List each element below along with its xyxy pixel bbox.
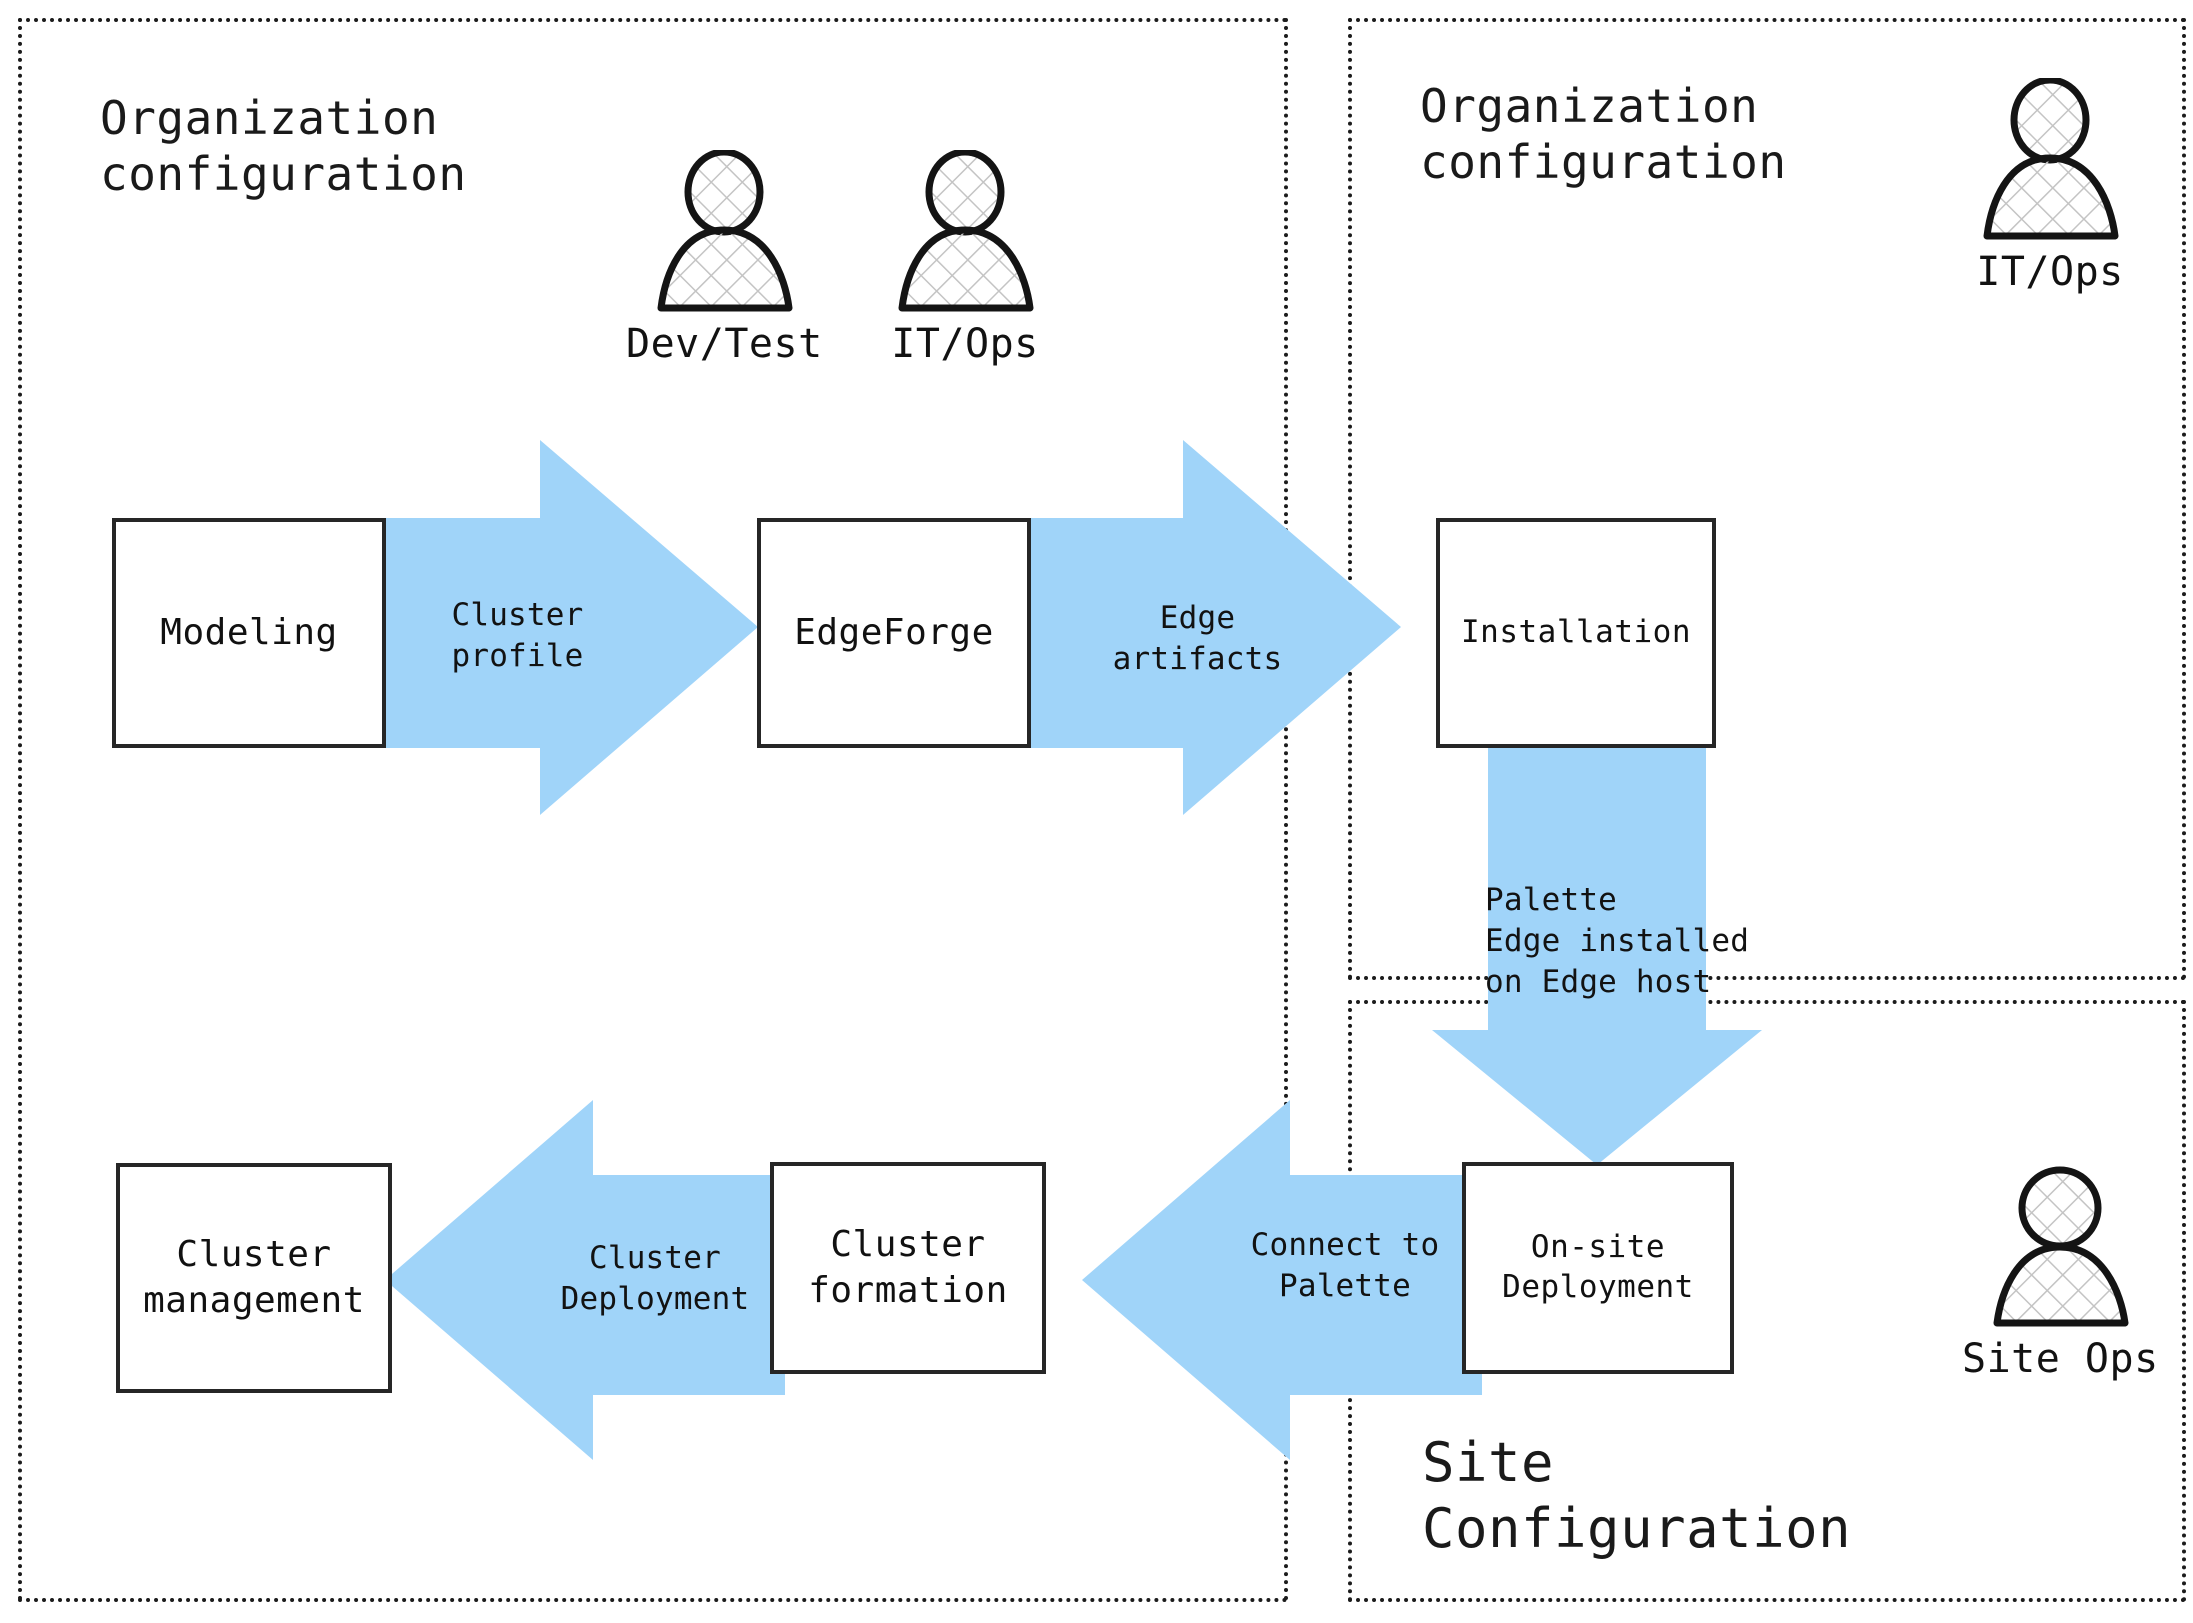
node-label-cluster-management: Cluster management xyxy=(143,1233,365,1321)
arrow-label-cluster-deployment: Cluster Deployment xyxy=(560,1240,750,1317)
arrow-edge-artifacts xyxy=(1026,440,1401,815)
arrow-cluster-profile xyxy=(383,440,758,815)
persona-label-it-ops-right: IT/Ops xyxy=(1976,249,2124,295)
persona-it-ops-left: IT/Ops xyxy=(890,150,1040,367)
arrow-label-palette-edge-installed: Palette Edge installed on Edge host xyxy=(1485,882,1750,1000)
arrow-label-edge-artifacts: Edge artifacts xyxy=(1112,600,1283,677)
zone-title-org-right: Organization configuration xyxy=(1420,79,1787,190)
arrow-shape xyxy=(385,1100,785,1460)
person-icon xyxy=(1983,78,2119,240)
person-icon xyxy=(898,150,1034,312)
node-edgeforge[interactable]: EdgeForge xyxy=(757,518,1031,748)
zone-title-site: Site Configuration xyxy=(1422,1431,1852,1560)
arrow-connect-to-palette xyxy=(1082,1100,1482,1460)
arrow-label-connect-to-palette: Connect to Palette xyxy=(1250,1227,1440,1304)
node-installation[interactable]: Installation xyxy=(1436,518,1716,748)
node-label-edgeforge: EdgeForge xyxy=(794,611,994,653)
arrow-shape xyxy=(1082,1100,1482,1460)
arrow-shape xyxy=(1026,440,1401,815)
zone-title-org-left: Organization configuration xyxy=(100,91,467,202)
arrow-palette-edge-installed xyxy=(1432,745,1762,1165)
persona-it-ops-right: IT/Ops xyxy=(1975,78,2125,295)
persona-label-site-ops: Site Ops xyxy=(1962,1336,2159,1382)
node-modeling[interactable]: Modeling xyxy=(112,518,386,748)
arrow-shape xyxy=(1432,745,1762,1165)
zone-organization-configuration-right xyxy=(1348,18,2186,980)
node-on-site-deployment[interactable]: On-site Deployment xyxy=(1462,1162,1734,1374)
zone-organization-configuration-left xyxy=(18,18,1288,1602)
persona-label-it-ops-left: IT/Ops xyxy=(891,321,1039,367)
person-icon xyxy=(1993,1166,2129,1327)
node-label-on-site-deployment: On-site Deployment xyxy=(1502,1229,1694,1305)
persona-site-ops: Site Ops xyxy=(1962,1165,2159,1382)
person-icon xyxy=(657,150,793,312)
node-label-modeling: Modeling xyxy=(160,611,338,653)
node-cluster-management[interactable]: Cluster management xyxy=(116,1163,392,1393)
arrow-label-cluster-profile: Cluster profile xyxy=(451,597,584,674)
persona-dev-test: Dev/Test xyxy=(626,150,823,367)
arrow-shape xyxy=(383,440,758,815)
arrow-cluster-deployment xyxy=(385,1100,785,1460)
node-label-installation: Installation xyxy=(1461,614,1691,651)
node-label-cluster-formation: Cluster formation xyxy=(808,1223,1008,1311)
persona-label-dev-test: Dev/Test xyxy=(626,321,823,367)
node-cluster-formation[interactable]: Cluster formation xyxy=(770,1162,1046,1374)
